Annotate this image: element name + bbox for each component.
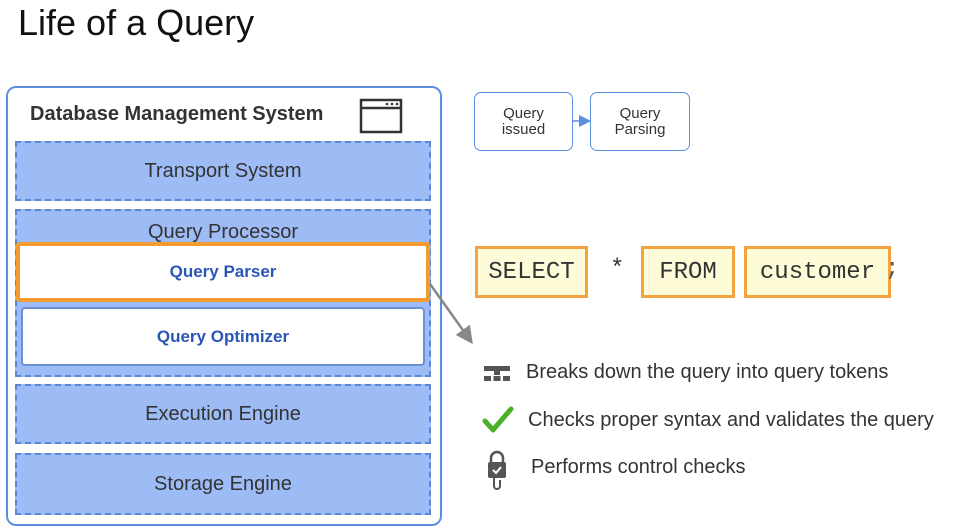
parser-callout-arrow bbox=[428, 283, 473, 345]
query-issued-box: Query issued bbox=[474, 92, 573, 151]
token-star: * bbox=[610, 256, 625, 283]
query-processor-label: Query Processor bbox=[147, 221, 299, 243]
execution-engine-label: Execution Engine bbox=[145, 402, 301, 425]
query-parser-label: Query Parser bbox=[169, 262, 277, 281]
query-issued-label: Query issued bbox=[501, 104, 546, 138]
execution-engine-layer: Execution Engine bbox=[15, 384, 431, 444]
checkmark-icon bbox=[482, 406, 514, 433]
token-from: FROM bbox=[641, 246, 735, 298]
storage-engine-label: Storage Engine bbox=[154, 472, 292, 495]
query-parsing-label: Query Parsing bbox=[614, 104, 666, 138]
dbms-label: Database Management System bbox=[30, 103, 324, 125]
token-customer: customer bbox=[744, 246, 891, 298]
page-title: Life of a Query bbox=[18, 2, 255, 43]
query-parser-box: Query Parser bbox=[16, 242, 430, 302]
query-optimizer-box: Query Optimizer bbox=[21, 307, 425, 366]
storage-engine-layer: Storage Engine bbox=[15, 453, 431, 515]
bullet-text-control: Performs control checks bbox=[531, 456, 746, 478]
token-select: SELECT bbox=[475, 246, 588, 298]
lock-hand-icon bbox=[488, 450, 506, 490]
query-optimizer-label: Query Optimizer bbox=[156, 326, 290, 346]
bullet-text-syntax: Checks proper syntax and validates the q… bbox=[528, 409, 934, 431]
transport-system-label: Transport System bbox=[144, 159, 302, 182]
browser-window-icon bbox=[359, 98, 403, 134]
token-semicolon: ; bbox=[885, 256, 900, 283]
bullet-text-tokens: Breaks down the query into query tokens bbox=[526, 361, 889, 383]
query-parsing-box: Query Parsing bbox=[590, 92, 690, 151]
transport-system-layer: Transport System bbox=[15, 141, 431, 201]
tree-icon bbox=[484, 366, 510, 381]
